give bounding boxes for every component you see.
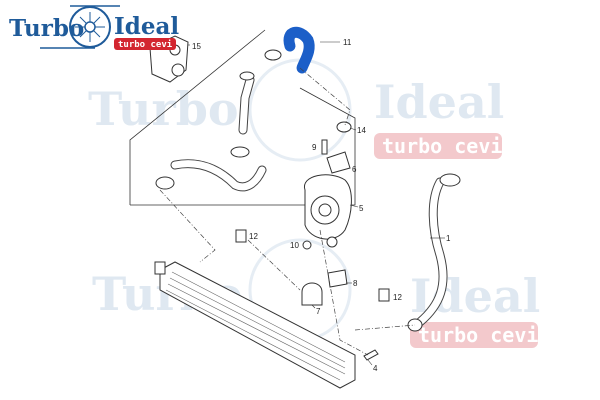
callout-14: 14 <box>357 126 366 135</box>
callout-4: 4 <box>373 364 378 373</box>
logo-brand-left: Turbo <box>9 15 84 42</box>
callout-5: 5 <box>359 204 364 213</box>
callout-6: 6 <box>352 165 357 174</box>
callout-12-b: 12 <box>393 293 402 302</box>
logo-tagline: turbo cevi <box>118 39 173 50</box>
intercooler-part <box>154 261 356 389</box>
watermark-top: Turbo Ideal turbo cevi <box>88 58 504 162</box>
logo: Turbo Ideal turbo cevi <box>9 5 179 50</box>
callout-11: 11 <box>343 38 352 47</box>
watermark-tagline: turbo cevi <box>382 134 502 158</box>
callout-10: 10 <box>290 241 299 250</box>
watermark-brand-right: Ideal <box>374 75 504 129</box>
logo-brand-right: Ideal <box>114 13 179 40</box>
callout-12-a: 12 <box>249 232 258 241</box>
watermark-tagline-2: turbo cevi <box>418 323 538 347</box>
watermark-brand-left: Turbo <box>88 82 239 136</box>
callout-9: 9 <box>312 143 317 152</box>
callout-1: 1 <box>446 234 451 243</box>
callout-8: 8 <box>353 279 358 288</box>
highlighted-hose <box>283 26 315 74</box>
callout-7: 7 <box>316 307 321 316</box>
callout-15: 15 <box>192 42 201 51</box>
